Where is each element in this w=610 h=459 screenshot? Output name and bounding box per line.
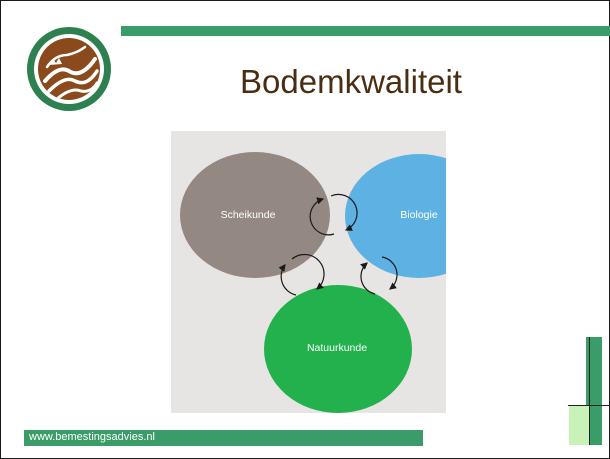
slide-title: Bodemkwaliteit [240, 63, 462, 100]
decorative-light-block [569, 405, 589, 445]
cycle-arrow-left [278, 253, 325, 296]
circle-scheikunde [180, 152, 330, 278]
cycle-arrow-top [309, 193, 358, 236]
label-scheikunde: Scheikunde [220, 209, 276, 221]
footer-url: www.bemestingsadvies.nl [29, 431, 155, 443]
footer-bar: www.bemestingsadvies.nl [24, 430, 423, 446]
decorative-vertical-bar [586, 337, 602, 445]
label-natuurkunde: Natuurkunde [306, 342, 368, 354]
cycle-arrow-right [360, 256, 398, 295]
venn-diagram: Scheikunde Biologie Natuurkunde [171, 131, 446, 413]
logo-icon [27, 27, 111, 111]
decorative-line-vertical [589, 337, 590, 445]
decorative-line-horizontal [568, 405, 610, 406]
top-accent-bar [121, 26, 610, 36]
circle-biologie [345, 154, 446, 278]
circle-natuurkunde [264, 285, 412, 413]
label-biologie: Biologie [400, 209, 438, 221]
